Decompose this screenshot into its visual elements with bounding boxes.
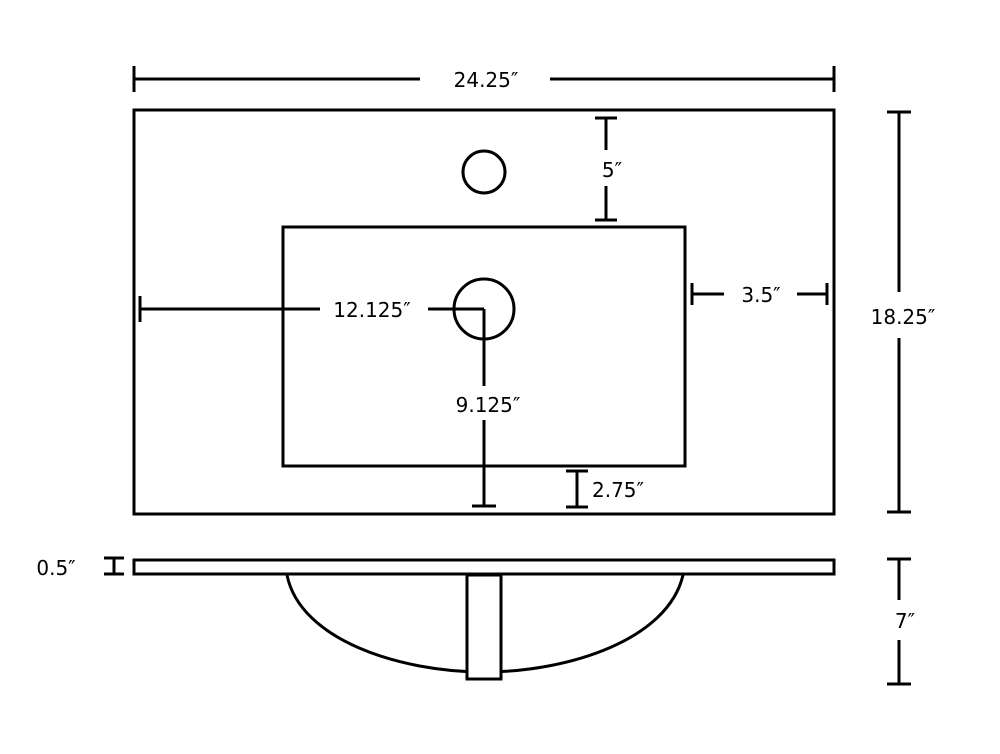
countertop-side-profile [132,558,836,576]
drain-horizontal-label: 12.125″ [333,298,410,322]
top-thickness-label: 0.5″ [36,556,75,580]
overall-depth-label: 18.25″ [871,305,936,329]
drain-horizontal-dimension: 12.125″ [138,296,484,322]
basin-front-offset-dimension: 2.75″ [566,469,644,509]
basin-front-offset-label: 2.75″ [592,478,644,502]
drain-vertical-dimension: 9.125″ [456,309,521,508]
faucet-offset-label: 5″ [602,158,622,182]
drain-vertical-label: 9.125″ [456,393,521,417]
faucet-offset-dimension: 5″ [595,116,622,222]
bowl-depth-label: 7″ [895,609,915,633]
overall-width-dimension: 24.25″ [132,66,836,92]
faucet-hole [461,149,507,195]
countertop-outline [132,108,836,516]
bowl-depth-dimension: 7″ [887,557,915,686]
drain-pipe-profile [465,573,503,681]
top-thickness-dimension: 0.5″ [36,556,124,580]
overall-depth-dimension: 18.25″ [871,110,936,514]
overall-width-label: 24.25″ [454,68,519,92]
basin-side-offset-dimension: 3.5″ [690,283,829,307]
basin-side-offset-label: 3.5″ [741,283,780,307]
